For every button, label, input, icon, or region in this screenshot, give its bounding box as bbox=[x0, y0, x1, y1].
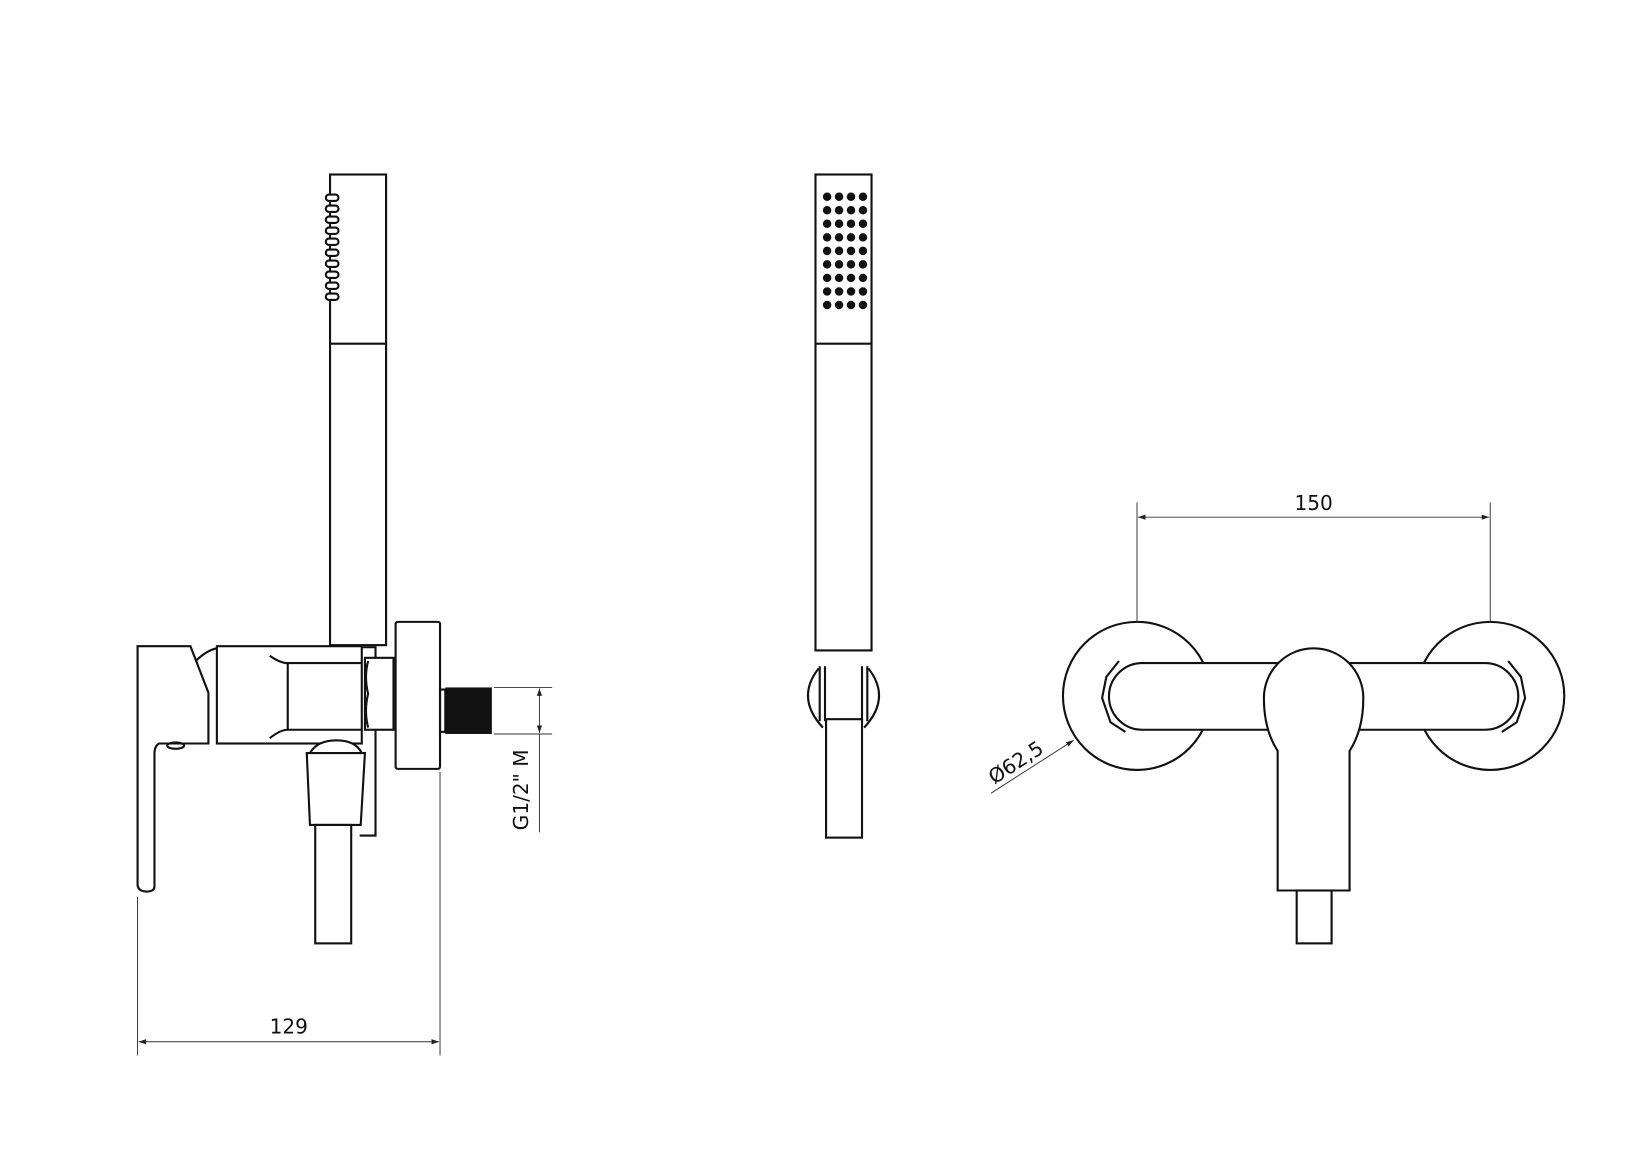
hand-shower-front bbox=[814, 173, 873, 652]
holder-left-arc bbox=[806, 667, 824, 729]
dimension-centers-label: 150 bbox=[1294, 491, 1332, 515]
dimension-thread: G1/2" M bbox=[493, 686, 553, 833]
nozzle bbox=[324, 193, 340, 203]
spray-hole bbox=[834, 219, 844, 229]
spray-hole bbox=[858, 246, 868, 256]
spray-hole bbox=[846, 192, 856, 201]
spray-hole bbox=[822, 206, 832, 215]
spray-hole bbox=[822, 233, 832, 242]
nozzle bbox=[324, 292, 340, 301]
lever-handle bbox=[136, 645, 210, 893]
dimension-thread-label: G1/2" M bbox=[509, 749, 533, 830]
shower-nozzles-side bbox=[324, 193, 340, 301]
spray-hole bbox=[846, 287, 856, 296]
spray-hole bbox=[834, 206, 844, 215]
spray-hole bbox=[822, 260, 832, 269]
dimension-depth-label: 129 bbox=[270, 1014, 308, 1038]
mixer-front-view bbox=[1061, 620, 1566, 945]
wall-flange bbox=[394, 620, 442, 770]
nozzle bbox=[324, 270, 340, 279]
spray-hole bbox=[834, 273, 844, 283]
side-view bbox=[136, 173, 492, 945]
spray-hole bbox=[858, 192, 868, 201]
spray-hole bbox=[858, 219, 868, 229]
mixer-handle bbox=[1262, 647, 1365, 892]
nozzle bbox=[324, 226, 340, 235]
nozzle bbox=[324, 215, 340, 225]
dimension-rosette-label: Ø62,5 bbox=[984, 736, 1048, 789]
nut bbox=[363, 656, 395, 731]
nozzle bbox=[324, 281, 340, 290]
outlet-pipe bbox=[314, 823, 353, 945]
spray-hole bbox=[846, 260, 856, 269]
spray-hole bbox=[822, 192, 832, 201]
spray-hole bbox=[858, 287, 868, 296]
hand-shower-side bbox=[328, 173, 388, 647]
spray-hole bbox=[834, 246, 844, 256]
spray-hole bbox=[846, 300, 856, 310]
spray-hole bbox=[834, 233, 844, 242]
hand-shower-front-view bbox=[806, 173, 881, 839]
spray-hole bbox=[834, 192, 844, 201]
spray-hole bbox=[846, 219, 856, 229]
spray-hole bbox=[834, 260, 844, 269]
hose-pipe-front bbox=[824, 718, 864, 839]
nozzle bbox=[324, 248, 340, 257]
nozzle bbox=[324, 237, 340, 246]
spray-hole bbox=[834, 300, 844, 310]
spray-hole bbox=[846, 233, 856, 242]
spray-hole bbox=[822, 246, 832, 256]
spray-hole bbox=[858, 260, 868, 269]
inlet-thread bbox=[445, 687, 492, 734]
spray-hole bbox=[822, 300, 832, 310]
holder-bracket bbox=[359, 646, 377, 837]
hose-connector bbox=[305, 751, 367, 826]
spray-hole bbox=[858, 206, 868, 215]
spray-hole bbox=[846, 206, 856, 215]
spray-hole bbox=[858, 300, 868, 310]
nozzle bbox=[324, 259, 340, 268]
nozzle bbox=[324, 204, 340, 214]
shower-spray-holes bbox=[822, 192, 868, 310]
spray-hole bbox=[834, 287, 844, 296]
spray-hole bbox=[858, 233, 868, 242]
spray-hole bbox=[846, 273, 856, 283]
holder-right-arc bbox=[863, 667, 881, 729]
dimension-depth: 129 bbox=[137, 772, 441, 1056]
spray-hole bbox=[822, 219, 832, 229]
spray-hole bbox=[846, 246, 856, 256]
spray-hole bbox=[822, 273, 832, 283]
dimension-centers: 150 bbox=[1136, 491, 1491, 622]
mixer-outlet bbox=[1295, 889, 1333, 945]
dimension-rosette: Ø62,5 bbox=[984, 736, 1074, 794]
spray-hole bbox=[822, 287, 832, 296]
spray-hole bbox=[858, 273, 868, 283]
